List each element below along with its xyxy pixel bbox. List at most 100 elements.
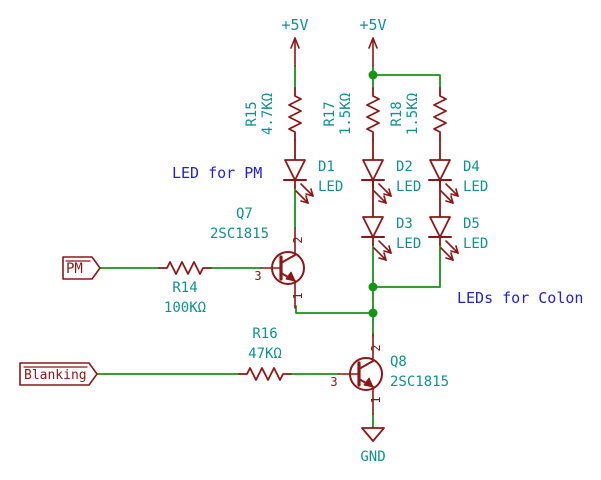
emission-arrow-line (300, 183, 314, 197)
led-value: LED (318, 179, 343, 195)
emission-arrow-head (445, 200, 454, 204)
resistor-ref: R17 (322, 101, 338, 126)
resistor-value: 1.5KΩ (338, 93, 354, 135)
led-triangle (284, 159, 306, 181)
emission-arrow-line (373, 247, 387, 261)
led-ref: D2 (396, 159, 413, 175)
emission-arrow-head (388, 245, 392, 254)
led-ref: D4 (463, 159, 480, 175)
resistor-ref: R14 (172, 280, 197, 296)
net-label-pm: PM (62, 256, 101, 280)
net-label-text: PM (66, 261, 83, 277)
schematic-note: LEDs for Colon (457, 289, 583, 307)
emission-arrow-head (455, 245, 459, 254)
pin-number: 1 (291, 292, 305, 299)
emission-arrow-head (450, 250, 459, 254)
pin-number: 3 (330, 375, 337, 389)
emission-arrow-head (310, 188, 314, 197)
led-value: LED (463, 236, 488, 252)
emission-arrow-head (383, 252, 387, 261)
resistor-value: 47KΩ (248, 346, 282, 362)
transistor-ref: Q7 (236, 206, 253, 222)
resistor-body (433, 87, 447, 141)
emission-arrow-head (383, 195, 387, 204)
net-label-outline (62, 256, 101, 280)
led-triangle (429, 216, 451, 238)
emission-arrow-head (305, 195, 309, 204)
junction-dot (368, 308, 378, 318)
pin-number: 1 (369, 396, 383, 403)
emission-arrow-line (378, 240, 392, 254)
resistor-body (158, 261, 212, 275)
emission-arrow-head (450, 252, 454, 261)
transistor-ref: Q8 (390, 354, 407, 370)
led-triangle (362, 159, 384, 181)
emission-arrow-head (450, 195, 454, 204)
resistor-ref: R16 (252, 326, 277, 342)
power-flag-5v: +5V (359, 16, 387, 67)
transistor-emitter-arrow (285, 271, 296, 282)
emission-arrow-head (378, 257, 387, 261)
net-label-text: Blanking (24, 368, 87, 383)
resistor-body (366, 87, 380, 141)
led-triangle (362, 216, 384, 238)
led-value: LED (463, 179, 488, 195)
wire (295, 305, 374, 314)
transistor-Q7: Q7 2SC1815 (210, 206, 305, 309)
emission-arrow-line (378, 183, 392, 197)
resistor-value: 4.7KΩ (260, 93, 276, 135)
emission-arrow-head (383, 193, 392, 197)
power-flag-label: +5V (359, 16, 386, 34)
gnd-label: GND (360, 449, 385, 465)
emission-arrow-line (295, 190, 309, 204)
transistor-collector (280, 254, 296, 264)
emission-arrow-head (383, 250, 392, 254)
resistor-ref: R18 (389, 101, 405, 126)
emission-arrow-line (373, 190, 387, 204)
led-triangle (429, 159, 451, 181)
led-ref: D5 (463, 216, 480, 232)
power-arrow-icon (368, 37, 378, 49)
led-value: LED (396, 236, 421, 252)
resistor-R14: R14 100KΩ (158, 261, 212, 316)
resistor-R16: R16 47KΩ (238, 326, 292, 381)
led-ref: D1 (318, 159, 335, 175)
transistor-collector (358, 360, 374, 370)
emission-arrow-head (450, 193, 459, 197)
schematic-note: LED for PM (172, 164, 262, 182)
net-label-blanking: Blanking (19, 362, 98, 386)
pin-number: 2 (291, 236, 305, 243)
led-ref: D3 (396, 216, 413, 232)
power-arrow-icon (290, 37, 300, 49)
transistor-value: 2SC1815 (210, 226, 269, 242)
emission-arrow-head (388, 188, 392, 197)
resistor-body (288, 87, 302, 141)
wire (372, 243, 441, 288)
emission-arrow-head (300, 200, 309, 204)
emission-arrow-line (445, 183, 459, 197)
emission-arrow-line (440, 247, 454, 261)
net-label-outline (19, 362, 98, 386)
junction-dot (368, 282, 378, 292)
emission-arrow-head (455, 188, 459, 197)
emission-arrow-line (445, 240, 459, 254)
resistor-body (238, 367, 292, 381)
gnd-triangle-icon (361, 427, 385, 442)
emission-arrow-line (440, 190, 454, 204)
led-value: LED (396, 179, 421, 195)
wire (372, 74, 441, 89)
resistor-value: 100KΩ (164, 300, 206, 316)
emission-arrow-head (378, 200, 387, 204)
transistor-emitter-arrow (363, 377, 374, 388)
